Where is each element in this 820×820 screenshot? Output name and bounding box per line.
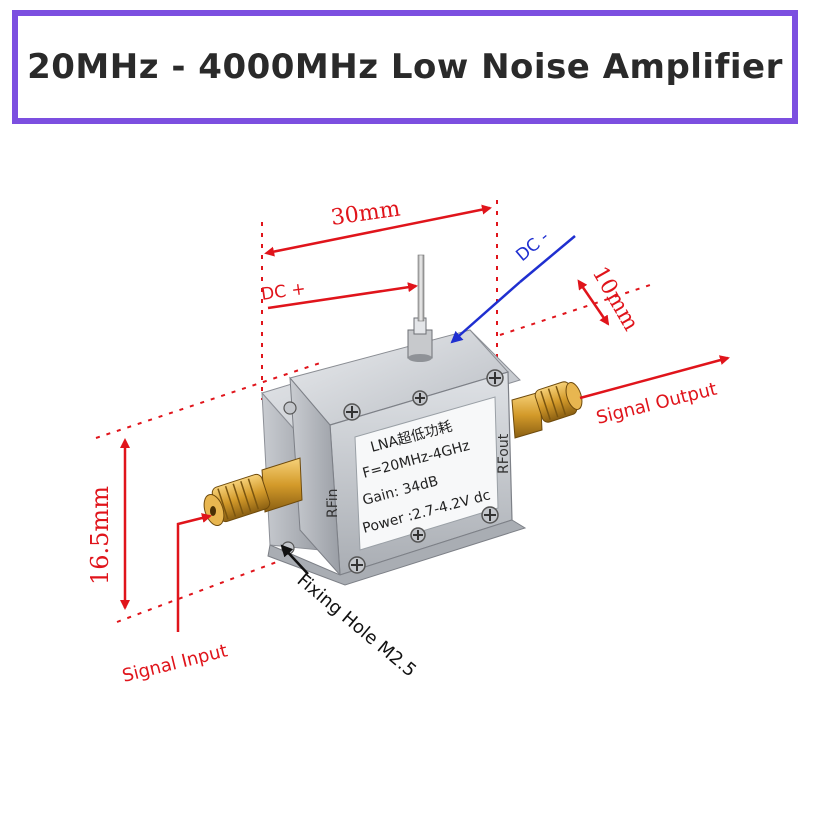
dc-minus-annotation: DC - <box>450 227 576 344</box>
dimension-width: 30mm <box>264 196 492 257</box>
port-out-label: RFout <box>496 433 512 474</box>
dc-plus-annotation: DC + <box>260 279 418 310</box>
screw-icon <box>412 390 428 406</box>
reference-dotted-lines <box>95 200 651 623</box>
signal-input-label: Signal Input <box>120 640 230 686</box>
screw-icon <box>410 527 426 543</box>
fixing-hole-label: Fixing Hole M2.5 <box>293 570 420 682</box>
rf-input-connector <box>203 457 303 526</box>
screw-icon <box>481 506 499 524</box>
port-in-label: RFin <box>325 488 341 518</box>
amplifier-body <box>261 329 527 586</box>
screw-icon <box>348 556 366 574</box>
signal-output-label: Signal Output <box>594 379 719 429</box>
dc-pin <box>407 254 433 362</box>
signal-input-annotation: Signal Input <box>120 513 230 687</box>
title-banner: 20MHz - 4000MHz Low Noise Amplifier <box>12 10 798 124</box>
dimension-width-label: 30mm <box>329 196 402 230</box>
page-title: 20MHz - 4000MHz Low Noise Amplifier <box>27 47 783 87</box>
dimension-height-label: 16.5mm <box>86 486 114 585</box>
dimension-height: 16.5mm <box>86 438 130 610</box>
screw-icon <box>343 403 361 421</box>
dc-plus-label: DC + <box>260 279 307 305</box>
screw-icon <box>486 369 504 387</box>
signal-output-annotation: Signal Output <box>579 355 730 429</box>
dimension-depth-label: 10mm <box>587 263 644 336</box>
dimension-depth: 10mm <box>577 263 644 336</box>
rf-output-connector <box>511 381 583 439</box>
screw-icon <box>283 401 297 415</box>
